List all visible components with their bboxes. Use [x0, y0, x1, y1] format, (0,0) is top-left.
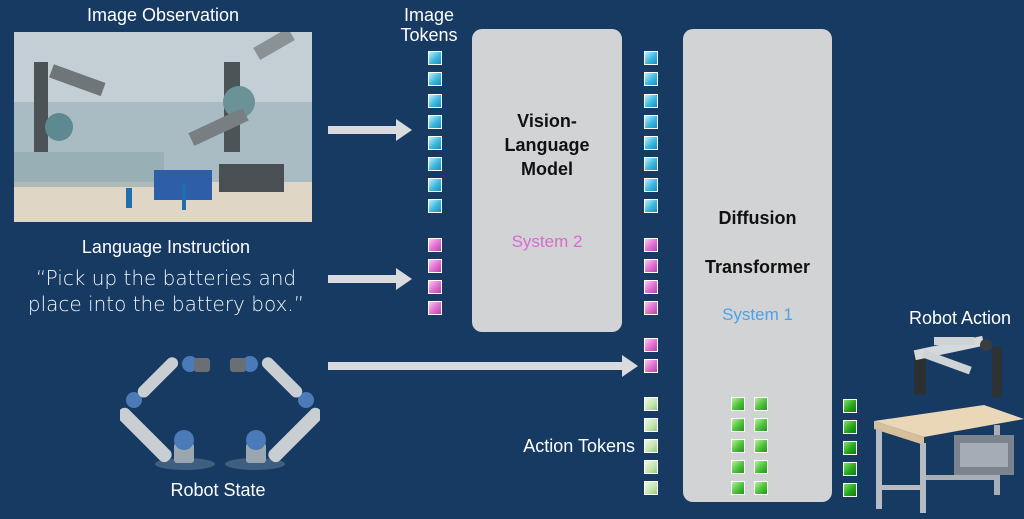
language-instruction-label: Language Instruction [81, 237, 251, 257]
action-tokens-label: Action Tokens [523, 436, 635, 456]
vision-language-model-block: Vision- Language Model System 2 [472, 29, 622, 332]
image-token [644, 199, 658, 213]
robot-scene-image [14, 32, 312, 222]
vlm-title: Vision- Language Model [504, 111, 590, 179]
output-action-token [843, 420, 857, 434]
output-action-token [843, 483, 857, 497]
robot-state-token [644, 338, 658, 352]
denoised-action-token [731, 481, 745, 495]
action-token [644, 418, 658, 432]
arrow-right-icon [328, 268, 412, 290]
action-token [644, 460, 658, 474]
denoised-action-token [754, 481, 768, 495]
denoised-action-token [731, 460, 745, 474]
denoised-action-token [754, 418, 768, 432]
language-token [644, 259, 658, 273]
language-token [428, 280, 442, 294]
language-instruction-text: “Pick up the batteries and place into th… [27, 266, 305, 316]
system-2-label: System 2 [511, 232, 583, 251]
dit-title-line1: Diffusion [718, 208, 797, 228]
image-token [644, 72, 658, 86]
language-token [644, 238, 658, 252]
output-action-token [843, 441, 857, 455]
image-token [428, 72, 442, 86]
dit-title-line2: Transformer [704, 257, 811, 277]
image-token [428, 94, 442, 108]
image-token [428, 115, 442, 129]
system-1-label: System 1 [722, 305, 793, 324]
robot-state-token [644, 359, 658, 373]
image-token [644, 51, 658, 65]
action-token [644, 397, 658, 411]
action-token [644, 439, 658, 453]
image-observation-label: Image Observation [86, 5, 240, 25]
denoised-action-token [754, 460, 768, 474]
denoised-action-token [754, 439, 768, 453]
image-token [428, 178, 442, 192]
language-token [428, 259, 442, 273]
robot-action-label: Robot Action [908, 308, 1012, 328]
arrow-right-icon [328, 119, 412, 141]
language-token [644, 280, 658, 294]
language-token [644, 301, 658, 315]
output-action-token [843, 399, 857, 413]
output-action-token [843, 462, 857, 476]
denoised-action-token [731, 418, 745, 432]
denoised-action-token [731, 397, 745, 411]
denoised-action-token [731, 439, 745, 453]
image-token [644, 136, 658, 150]
image-observation-photo [14, 32, 312, 222]
image-token [428, 157, 442, 171]
image-token [644, 115, 658, 129]
denoised-action-token [754, 397, 768, 411]
language-token [428, 301, 442, 315]
image-token [428, 199, 442, 213]
image-token [644, 94, 658, 108]
image-token [644, 157, 658, 171]
arrow-right-icon [328, 355, 638, 377]
action-token [644, 481, 658, 495]
robot-arm-icon [120, 356, 320, 470]
robot-state-label: Robot State [170, 480, 266, 500]
workbench-icon [874, 335, 1024, 513]
image-tokens-label: Image Tokens [400, 5, 458, 45]
diffusion-transformer-block: Diffusion Transformer System 1 [683, 29, 832, 502]
image-token [428, 136, 442, 150]
image-token [644, 178, 658, 192]
image-token [428, 51, 442, 65]
language-token [428, 238, 442, 252]
